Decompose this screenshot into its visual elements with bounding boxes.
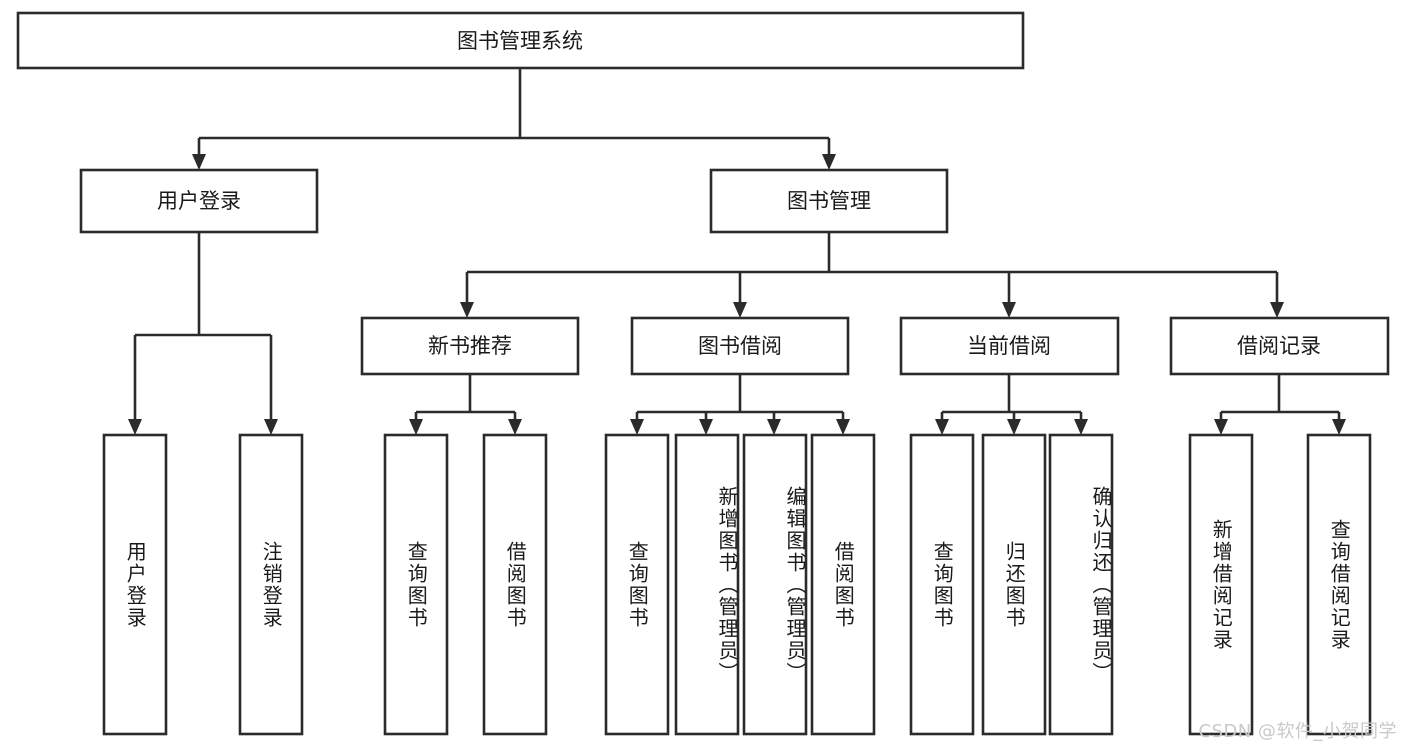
node-user-login-label: 用户登录 <box>157 189 241 213</box>
leaf-box-add-borrow-record[interactable] <box>1188 433 1254 736</box>
leaf-box-return-book[interactable] <box>981 433 1047 736</box>
arrowhead-newbook-leaf2 <box>508 419 522 435</box>
arrowhead-newbook <box>460 302 474 318</box>
node-borrow-records-box[interactable] <box>1169 316 1390 376</box>
node-new-book-recommend-label: 新书推荐 <box>428 334 512 358</box>
node-current-borrow-box[interactable] <box>899 316 1120 376</box>
arrowhead-borrow-leaf4 <box>836 419 850 435</box>
node-layer: 图书管理系统 用户登录 图书管理 新书推荐 图书借阅 当前借阅 借阅记录 <box>16 11 1390 736</box>
leaf-box-add-book-admin[interactable] <box>674 433 740 736</box>
leaf-box-query-book-borrow[interactable] <box>604 433 670 736</box>
arrowhead-current <box>1002 302 1016 318</box>
node-user-login-box[interactable] <box>79 168 319 234</box>
arrowhead-userlogin-leaf1 <box>128 419 142 435</box>
arrowhead-borrow-leaf2 <box>699 419 713 435</box>
leaf-box-logout[interactable] <box>238 433 304 736</box>
arrowhead-current-leaf1 <box>935 419 949 435</box>
arrowhead-borrow-leaf3 <box>767 419 781 435</box>
arrowhead-borrow-leaf1 <box>630 419 644 435</box>
arrowhead-newbook-leaf1 <box>409 419 423 435</box>
node-book-management-label: 图书管理 <box>787 189 871 213</box>
arrowhead-records <box>1270 302 1284 318</box>
arrowhead-userlogin-leaf2 <box>264 419 278 435</box>
node-root-label: 图书管理系统 <box>457 29 583 53</box>
node-borrow-records-label: 借阅记录 <box>1237 334 1321 358</box>
arrowhead-current-leaf3 <box>1074 419 1088 435</box>
leaf-box-user-login[interactable] <box>102 433 168 736</box>
node-current-borrow-label: 当前借阅 <box>967 334 1051 358</box>
arrowhead-borrow <box>733 302 747 318</box>
arrowhead-records-leaf1 <box>1214 419 1228 435</box>
leaf-box-edit-book-admin[interactable] <box>742 433 808 736</box>
leaf-box-borrow-book[interactable] <box>810 433 876 736</box>
leaf-box-query-book-newbook[interactable] <box>383 433 449 736</box>
node-new-book-recommend-box[interactable] <box>360 316 580 376</box>
leaf-box-confirm-return-admin[interactable] <box>1048 433 1114 736</box>
node-root-box[interactable] <box>16 11 1025 70</box>
arrowhead-records-leaf2 <box>1332 419 1346 435</box>
arrowhead-book-mgmt <box>822 154 836 170</box>
leaf-box-borrow-book-newbook[interactable] <box>482 433 548 736</box>
arrowhead-current-leaf2 <box>1007 419 1021 435</box>
node-book-borrow-box[interactable] <box>630 316 850 376</box>
arrowhead-user-login <box>192 154 206 170</box>
connector-layer <box>128 68 1346 435</box>
leaf-box-query-borrow-record[interactable] <box>1306 433 1372 736</box>
csdn-watermark: CSDN @软件_小贺同学 <box>1198 721 1397 742</box>
node-book-borrow-label: 图书借阅 <box>698 334 782 358</box>
leaf-box-query-book-current[interactable] <box>909 433 975 736</box>
node-book-management-box[interactable] <box>709 168 949 234</box>
